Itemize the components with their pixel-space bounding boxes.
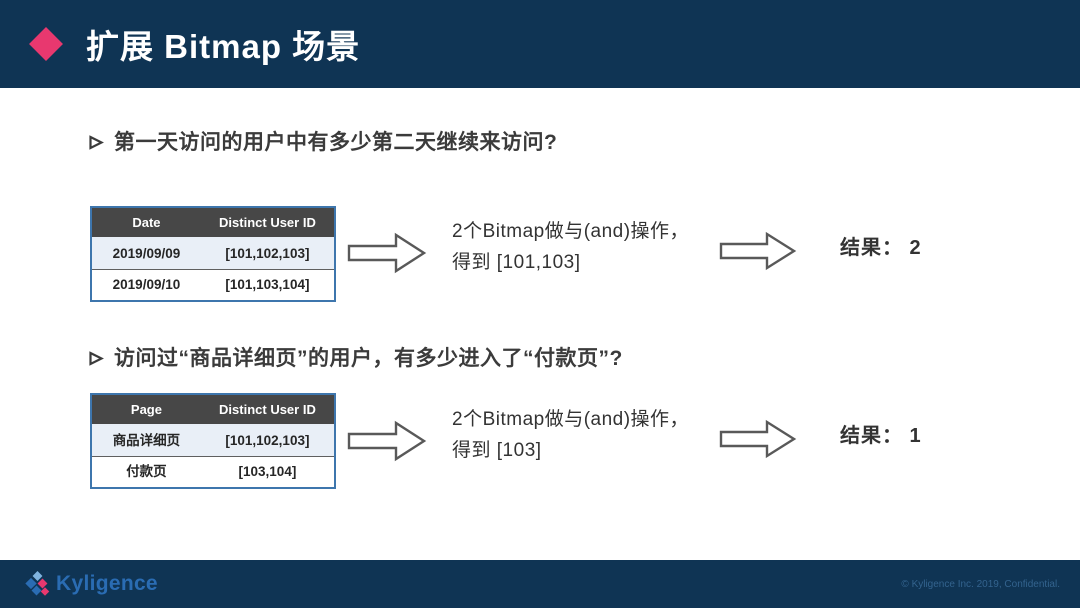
column-header: Distinct User ID <box>219 402 316 417</box>
right-block-arrow-icon <box>347 232 427 279</box>
column-header: Page <box>130 402 162 417</box>
operation-line: 得到 [103] <box>452 440 542 461</box>
table-cell: [101,102,103] <box>225 246 310 261</box>
table-cell: 付款页 <box>126 464 167 479</box>
copyright-text: © Kyligence Inc. 2019, Confidential. <box>901 578 1060 590</box>
page-title: 扩展 Bitmap 场景 <box>86 28 361 65</box>
right-block-arrow-icon <box>719 419 797 464</box>
table-cell: [103,104] <box>238 464 297 479</box>
kyligence-logo-icon <box>24 571 50 597</box>
table-dates: Date Distinct User ID 2019/09/09 [101,10… <box>90 206 336 302</box>
table-cell: 商品详细页 <box>112 433 181 448</box>
table-cell: [101,102,103] <box>225 433 310 448</box>
table-cell: 2019/09/09 <box>112 246 181 261</box>
table-row: 付款页 [103,104] <box>92 457 334 487</box>
operation-line: 2个Bitmap做与(and)操作， <box>452 409 690 430</box>
right-block-arrow-icon <box>719 231 797 276</box>
table-pages: Page Distinct User ID 商品详细页 [101,102,103… <box>90 393 336 489</box>
arrowhead-bullet-icon <box>88 134 105 151</box>
question-1-label: 第一天访问的用户中有多少第二天继续来访问? <box>114 131 558 154</box>
operation-text-2: 2个Bitmap做与(and)操作， 得到 [103] <box>452 404 722 466</box>
operation-line: 得到 [101,103] <box>452 252 581 273</box>
result-1: 结果： 2 <box>840 237 922 259</box>
table-cell: [101,103,104] <box>225 277 310 292</box>
question-2-label: 访问过“商品详细页”的用户，有多少进入了“付款页”? <box>114 347 623 370</box>
operation-line: 2个Bitmap做与(and)操作， <box>452 221 690 242</box>
table-row: 2019/09/09 [101,102,103] <box>92 239 334 270</box>
question-1: 第一天访问的用户中有多少第二天继续来访问? <box>88 126 557 156</box>
kyligence-logo: Kyligence <box>24 571 158 597</box>
header-bar: 扩展 Bitmap 场景 <box>0 0 1080 88</box>
operation-text-1: 2个Bitmap做与(and)操作， 得到 [101,103] <box>452 216 722 278</box>
right-block-arrow-icon <box>347 420 427 467</box>
table-row: 2019/09/10 [101,103,104] <box>92 270 334 300</box>
table-header-row: Page Distinct User ID <box>92 395 334 426</box>
column-header: Distinct User ID <box>219 215 316 230</box>
question-2: 访问过“商品详细页”的用户，有多少进入了“付款页”? <box>88 342 623 372</box>
table-header-row: Date Distinct User ID <box>92 208 334 239</box>
result-2: 结果： 1 <box>840 425 922 447</box>
kyligence-logo-text: Kyligence <box>56 572 158 595</box>
arrowhead-bullet-icon <box>88 350 105 367</box>
diamond-icon <box>29 27 63 61</box>
column-header: Date <box>132 215 161 230</box>
table-row: 商品详细页 [101,102,103] <box>92 426 334 457</box>
footer-bar: Kyligence © Kyligence Inc. 2019, Confide… <box>0 560 1080 608</box>
table-cell: 2019/09/10 <box>112 277 181 292</box>
